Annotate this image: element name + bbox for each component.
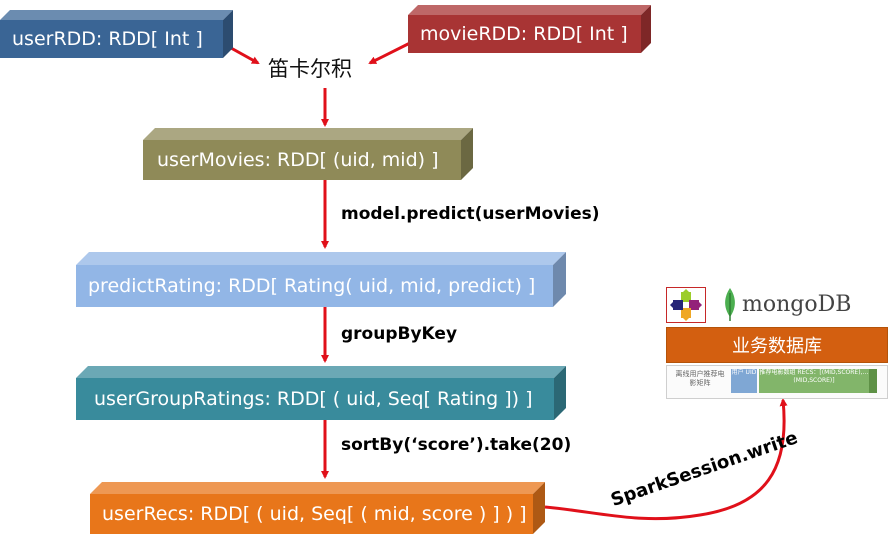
column-recs: 推荐电影数组 RECS：[(MID,SCORE),…(MID,SCORE)] (759, 369, 869, 393)
mongodb-brand-text: mongoDB (742, 292, 852, 317)
node-movierdd: movieRDD: RDD[ Int ] (408, 5, 651, 53)
logo-row: mongoDB (666, 285, 888, 325)
node-userrdd: userRDD: RDD[ Int ] (0, 10, 233, 58)
node-usermovies-label: userMovies: RDD[ (uid, mid) ] (143, 140, 461, 180)
node-usergroupratings-label: userGroupRatings: RDD[ ( uid, Seq[ Ratin… (76, 378, 554, 420)
edge-label-predict: model.predict(userMovies) (341, 204, 600, 224)
arrow-movierdd-to-cartesian (368, 41, 411, 65)
centos-logo-icon (666, 287, 706, 323)
cartesian-product-label: 笛卡尔积 (268, 57, 352, 81)
mongodb-leaf-icon (725, 288, 735, 321)
table-description: 离线用户推荐电影矩阵 (675, 370, 725, 387)
arrow-userrecs-to-db (544, 398, 788, 521)
node-userrecs: userRecs: RDD[ ( uid, Seq[ ( mid, score … (90, 482, 545, 534)
edge-label-groupbykey: groupByKey (341, 324, 458, 344)
node-userrecs-label: userRecs: RDD[ ( uid, Seq[ ( mid, score … (90, 494, 533, 534)
column-recs-edge (869, 369, 877, 393)
edge-label-sortby: sortBy(‘score’).take(20) (341, 435, 572, 455)
node-predictrating-label: predictRating: RDD[ Rating( uid, mid, pr… (76, 265, 553, 307)
recs-table-preview: 离线用户推荐电影矩阵 用户 UID 推荐电影数组 RECS：[(MID,SCOR… (666, 365, 888, 399)
node-usergroupratings: userGroupRatings: RDD[ ( uid, Seq[ Ratin… (76, 366, 566, 420)
node-predictrating: predictRating: RDD[ Rating( uid, mid, pr… (76, 252, 566, 307)
node-userrdd-label: userRDD: RDD[ Int ] (0, 20, 223, 58)
business-database-title: 业务数据库 (666, 327, 888, 363)
node-movierdd-label: movieRDD: RDD[ Int ] (408, 15, 641, 53)
column-uid: 用户 UID (731, 369, 757, 393)
node-usermovies: userMovies: RDD[ (uid, mid) ] (143, 128, 473, 180)
